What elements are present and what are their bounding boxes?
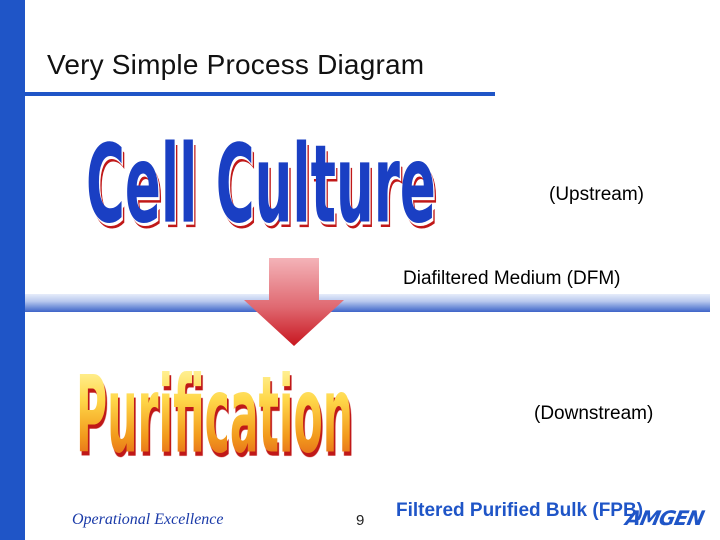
left-accent-bar — [0, 0, 25, 540]
footer-text: Operational Excellence — [72, 511, 224, 528]
intermediate-label: Diafiltered Medium (DFM) — [403, 268, 621, 289]
company-logo: AMGEN — [623, 506, 706, 530]
cell-culture-heading: Cell Culture — [86, 123, 436, 248]
title-band — [25, 0, 720, 96]
downstream-label: (Downstream) — [534, 403, 654, 424]
output-label: Filtered Purified Bulk (FPB) — [396, 500, 644, 521]
horizontal-divider — [25, 294, 710, 312]
purification-heading: Purification — [76, 352, 354, 477]
down-arrow-icon — [244, 258, 344, 346]
page-number: 9 — [356, 512, 365, 529]
slide-title: Very Simple Process Diagram — [47, 49, 425, 80]
upstream-label: (Upstream) — [549, 184, 645, 205]
title-underline — [25, 92, 495, 96]
